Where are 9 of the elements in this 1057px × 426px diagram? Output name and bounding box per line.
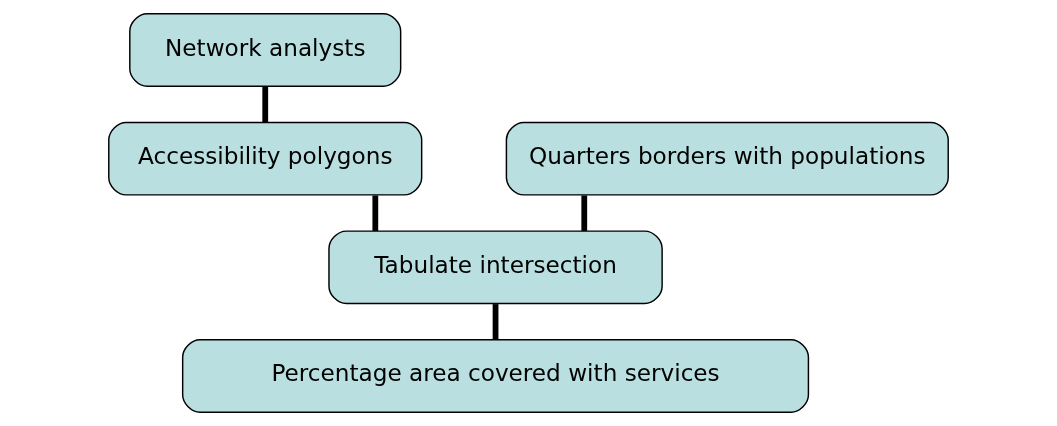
connector <box>581 195 588 231</box>
node-box: Tabulate intersection <box>328 230 663 305</box>
connector <box>492 304 499 340</box>
node-box: Network analysts <box>129 13 402 87</box>
node-box: Percentage area covered with services <box>181 339 810 413</box>
connector <box>262 86 269 123</box>
node-box: Quarters borders with populations <box>505 121 949 196</box>
connector <box>372 195 379 231</box>
node-box: Accessibility polygons <box>108 121 423 196</box>
